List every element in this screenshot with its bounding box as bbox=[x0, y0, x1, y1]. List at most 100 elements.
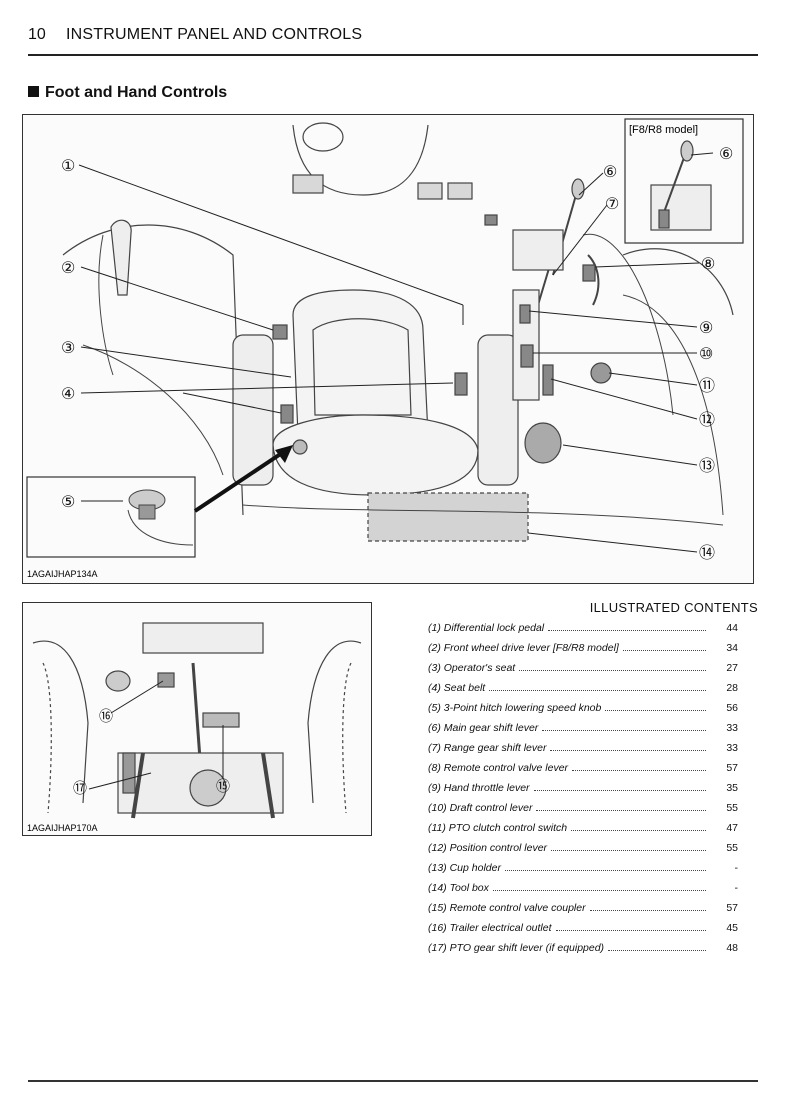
contents-item-page: 34 bbox=[726, 642, 738, 654]
dot-leader bbox=[548, 629, 706, 631]
contents-item-label: (11) PTO clutch control switch bbox=[428, 822, 568, 834]
callout-7: ⑦ bbox=[605, 196, 619, 213]
contents-item-label: (6) Main gear shift lever bbox=[428, 722, 539, 734]
callout-13: ⑬ bbox=[699, 457, 715, 475]
contents-item-label: (9) Hand throttle lever bbox=[428, 782, 530, 794]
contents-item: (3) Operator's seat 27 bbox=[428, 662, 738, 682]
page-header-title: INSTRUMENT PANEL AND CONTROLS bbox=[66, 26, 363, 43]
dot-leader bbox=[622, 649, 706, 651]
callout-5: ⑤ bbox=[61, 494, 75, 511]
callout-8: ⑧ bbox=[701, 256, 715, 273]
dot-leader bbox=[489, 689, 706, 691]
steering-column-shape bbox=[292, 124, 429, 196]
contents-title: ILLUSTRATED CONTENTS bbox=[589, 600, 758, 615]
callout-14: ⑭ bbox=[699, 544, 715, 562]
callout-16: ⑯ bbox=[99, 708, 113, 724]
contents-item-page: 27 bbox=[726, 662, 738, 674]
callout-3: ③ bbox=[61, 340, 75, 357]
inset-hitch-knob bbox=[26, 476, 196, 558]
contents-item-label: (4) Seat belt bbox=[428, 682, 486, 694]
callout-17: ⑰ bbox=[73, 780, 87, 796]
contents-item-label: (10) Draft control lever bbox=[428, 802, 533, 814]
figure-code-rear: 1AGAIJHAP170A bbox=[27, 823, 98, 833]
contents-item-label: (2) Front wheel drive lever [F8/R8 model… bbox=[428, 642, 619, 654]
dot-leader bbox=[533, 789, 706, 791]
callout-11: ⑪ bbox=[699, 377, 715, 395]
figure-code: 1AGAIJHAP134A bbox=[27, 569, 98, 579]
main-illustration: [F8/R8 model] bbox=[22, 114, 754, 584]
callout-1: ① bbox=[61, 158, 75, 175]
contents-item-page: 55 bbox=[726, 802, 738, 814]
contents-item-label: (1) Differential lock pedal bbox=[428, 622, 545, 634]
rear-illustration: ⑯ ⑰ ⑮ 1AGAIJHAP170A bbox=[22, 602, 372, 836]
footer-rule bbox=[28, 1080, 758, 1082]
contents-list: (1) Differential lock pedal 44 (2) Front w… bbox=[428, 622, 738, 962]
contents-item: (16) Trailer electrical outlet 45 bbox=[428, 922, 738, 942]
contents-item-page: - bbox=[734, 882, 739, 894]
contents-item-page: 57 bbox=[726, 902, 738, 914]
contents-item-label: (3) Operator's seat bbox=[428, 662, 516, 674]
page-header: 10 INSTRUMENT PANEL AND CONTROLS bbox=[28, 24, 758, 56]
contents-item: (1) Differential lock pedal 44 bbox=[428, 622, 738, 642]
callout-6: ⑥ bbox=[603, 164, 617, 181]
inset-f8r8-model: [F8/R8 model] bbox=[624, 118, 744, 244]
contents-item-page: 35 bbox=[726, 782, 738, 794]
contents-item-label: (7) Range gear shift lever bbox=[428, 742, 547, 754]
callout-4: ④ bbox=[61, 386, 75, 403]
square-bullet-icon bbox=[28, 86, 39, 97]
dot-leader bbox=[492, 889, 706, 891]
contents-item: (10) Draft control lever 55 bbox=[428, 802, 738, 822]
contents-item-label: (8) Remote control valve lever bbox=[428, 762, 569, 774]
contents-item: (2) Front wheel drive lever [F8/R8 model… bbox=[428, 642, 738, 662]
contents-item: (9) Hand throttle lever 35 bbox=[428, 782, 738, 802]
section-title-text: Foot and Hand Controls bbox=[45, 84, 228, 101]
contents-item-label: (14) Tool box bbox=[428, 882, 489, 894]
contents-item-page: 45 bbox=[726, 922, 738, 934]
contents-item-page: 48 bbox=[726, 942, 738, 954]
dot-leader bbox=[572, 769, 706, 771]
contents-item-page: 33 bbox=[726, 722, 738, 734]
dot-leader bbox=[536, 809, 706, 811]
dot-leader bbox=[504, 869, 706, 871]
page-number: 10 bbox=[28, 26, 46, 43]
contents-item: (15) Remote control valve coupler 57 bbox=[428, 902, 738, 922]
contents-item-page: 55 bbox=[726, 842, 738, 854]
contents-item-page: 47 bbox=[726, 822, 738, 834]
contents-item-label: (5) 3-Point hitch lowering speed knob bbox=[428, 702, 602, 714]
rear-hitch-drawing: ⑯ ⑰ ⑮ 1AGAIJHAP170A bbox=[27, 622, 362, 833]
contents-item-label: (13) Cup holder bbox=[428, 862, 501, 874]
dot-leader bbox=[519, 669, 706, 671]
callout-15: ⑮ bbox=[216, 778, 230, 794]
arrow-icon bbox=[275, 445, 293, 463]
callout-2: ② bbox=[61, 260, 75, 277]
contents-item: (4) Seat belt 28 bbox=[428, 682, 738, 702]
contents-item: (14) Tool box - bbox=[428, 882, 738, 902]
contents-item-page: 28 bbox=[726, 682, 738, 694]
contents-item-page: 56 bbox=[726, 702, 738, 714]
contents-item: (11) PTO clutch control switch 47 bbox=[428, 822, 738, 842]
contents-item: (12) Position control lever 55 bbox=[428, 842, 738, 862]
dot-leader bbox=[608, 949, 706, 951]
contents-item-label: (15) Remote control valve coupler bbox=[428, 902, 586, 914]
section-title: Foot and Hand Controls bbox=[28, 84, 227, 102]
contents-item-page: - bbox=[734, 862, 739, 874]
callout-9: ⑨ bbox=[699, 320, 713, 337]
dot-leader bbox=[589, 909, 706, 911]
dot-leader bbox=[551, 849, 706, 851]
contents-item: (13) Cup holder - bbox=[428, 862, 738, 882]
callout-6-inset: ⑥ bbox=[719, 146, 733, 163]
dot-leader bbox=[550, 749, 706, 751]
contents-item: (8) Remote control valve lever 57 bbox=[428, 762, 738, 782]
operator-station-drawing: [F8/R8 model] bbox=[26, 118, 744, 579]
contents-item: (5) 3-Point hitch lowering speed knob 56 bbox=[428, 702, 738, 722]
contents-item-label: (16) Trailer electrical outlet bbox=[428, 922, 552, 934]
dot-leader bbox=[555, 929, 706, 931]
dot-leader bbox=[542, 729, 706, 731]
contents-item-page: 57 bbox=[726, 762, 738, 774]
contents-item-page: 44 bbox=[726, 622, 738, 634]
contents-item-label: (17) PTO gear shift lever (if equipped) bbox=[428, 942, 605, 954]
contents-item: (17) PTO gear shift lever (if equipped) 4… bbox=[428, 942, 738, 962]
inset-label: [F8/R8 model] bbox=[629, 124, 698, 136]
contents-item-label: (12) Position control lever bbox=[428, 842, 548, 854]
